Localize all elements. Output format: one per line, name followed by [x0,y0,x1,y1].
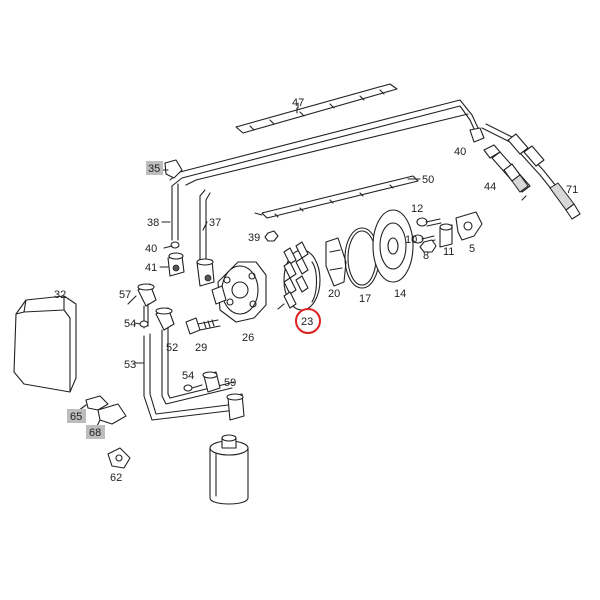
label-47: 47 [292,97,304,109]
part-44-sensor-cable [483,144,531,201]
part-14-disc [372,209,414,283]
part-54-bolt-right [183,384,203,392]
part-5-bracket [455,211,483,241]
highlight-markers [67,161,321,439]
label-20: 20 [328,288,340,300]
label-40: 40 [145,243,157,255]
label-54-right: 54 [182,370,194,382]
highlight-box-35 [146,161,163,175]
part-39-nut [264,230,279,242]
label-10: 10 [405,234,417,246]
label-39: 39 [248,232,260,244]
label-17: 17 [359,293,371,305]
label-23: 23 [301,316,313,328]
label-29: 29 [195,342,207,354]
part-54-bolt-left [139,320,149,328]
highlight-box-65 [67,409,86,423]
part-57-connector [137,283,157,329]
part-32-cover [13,295,77,393]
part-12-screw [416,217,442,227]
label-52: 52 [166,342,178,354]
label-32: 32 [54,289,66,301]
coil-lead-connector [226,393,245,421]
label-53: 53 [124,359,136,371]
part-labels: 47 40 44 71 35 50 38 37 12 39 40 41 10 8… [54,97,578,484]
label-62: 62 [110,472,122,484]
part-11-sleeve [439,223,453,248]
label-35: 35 [148,163,160,175]
part-52-connector [155,307,235,405]
highlight-box-68 [86,425,105,439]
part-62-bracket [107,447,131,469]
label-11: 11 [443,246,454,258]
highlight-circle-23 [295,308,321,334]
part-35-clip [164,159,183,179]
part-41-connector [167,252,185,277]
label-57: 57 [119,289,131,301]
label-26: 26 [242,332,254,344]
label-5: 5 [469,243,475,255]
part-65-clamp [85,395,109,411]
part-68-clamp [97,403,127,425]
label-50: 50 [422,174,434,186]
label-8: 8 [423,250,429,262]
label-38: 38 [147,217,159,229]
label-41: 41 [145,262,157,274]
label-71: 71 [566,184,578,196]
label-44: 44 [484,181,496,193]
part-29-bolt [185,317,221,335]
part-50-gasket-strip [254,175,419,219]
part-53-cable [143,333,237,421]
label-37: 37 [209,217,221,229]
label-59: 59 [224,377,236,389]
part-20-rotor [325,237,347,287]
label-14: 14 [394,288,406,300]
label-54-left: 54 [124,318,136,330]
part-37-connector [196,258,215,287]
part-40-fitting [170,241,180,249]
label-12: 12 [411,203,423,215]
part-71-plug [481,123,581,220]
part-59-connector [202,371,221,393]
part-40-top-fitting [469,127,485,143]
part-23-distributor-cap [283,241,321,311]
ignition-coil [209,434,249,505]
part-26-distributor-body [211,261,267,323]
label-65: 65 [70,411,82,423]
label-68: 68 [89,427,101,439]
part-8-nut [419,239,437,253]
part-47-gasket-strip [235,83,398,134]
label-40-top: 40 [454,146,466,158]
